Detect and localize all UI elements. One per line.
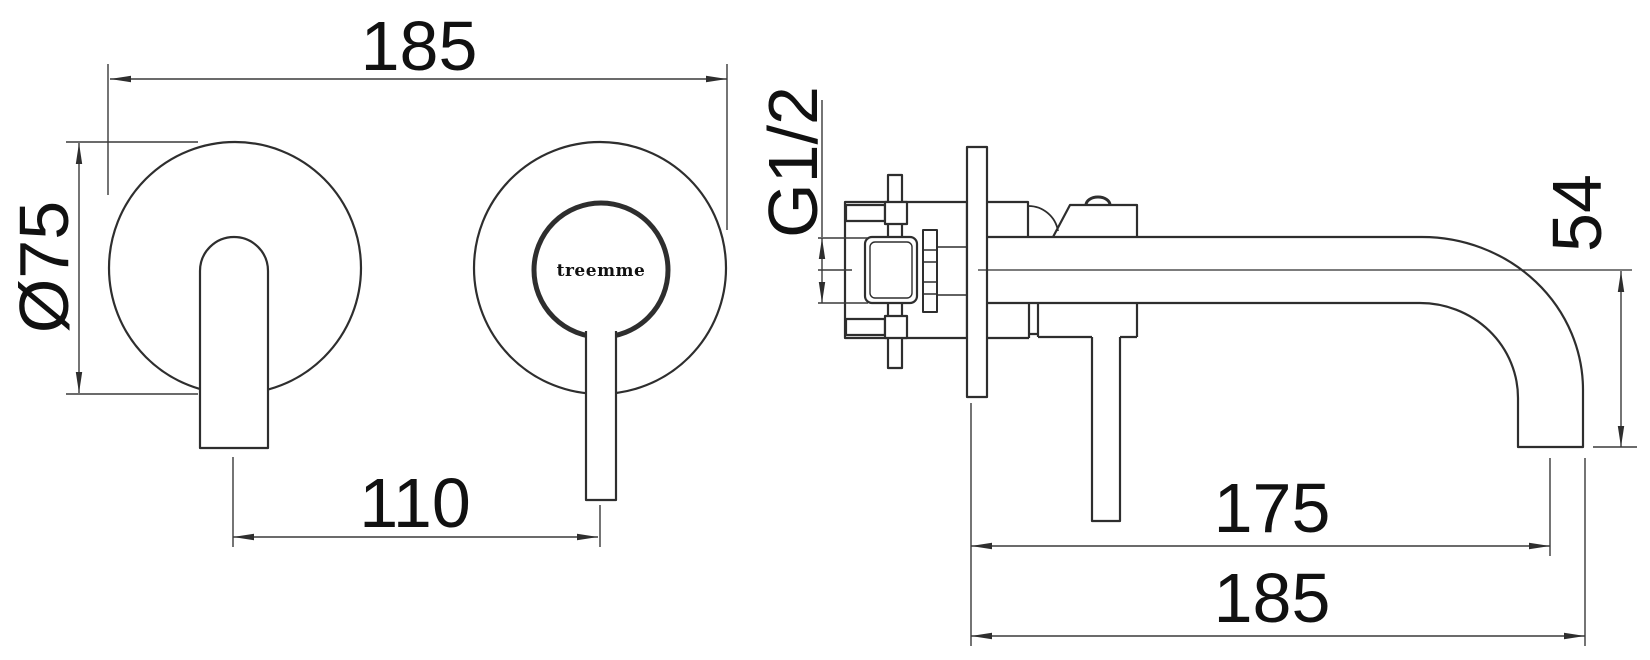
cartridge-cap — [1052, 203, 1139, 238]
handle-side — [1090, 337, 1122, 523]
side-view — [843, 145, 1632, 523]
wall-plate-side — [965, 145, 989, 399]
dim-text-g12: G1/2 — [754, 86, 832, 238]
ext-lines-g12 — [818, 237, 868, 304]
dim-text-front-185: 185 — [361, 7, 478, 85]
bolt-top-washer — [883, 200, 909, 226]
handle-front — [584, 331, 618, 502]
body-underside — [986, 304, 1139, 340]
ext-lines-front-185 — [107, 64, 728, 230]
inlet-block-bevel — [869, 241, 913, 299]
dim-text-54: 54 — [1538, 174, 1616, 252]
collar-ribs — [923, 249, 937, 295]
ext-lines-front-d75 — [66, 141, 198, 395]
ext-lines-side — [970, 403, 1586, 646]
bolt-bottom-head — [844, 317, 887, 337]
front-view — [107, 140, 728, 502]
dim-text-side-175: 175 — [1214, 469, 1331, 547]
bolt-top-head — [844, 203, 887, 223]
dimension-labels: 185 Ø75 110 G1/2 54 175 185 treemme — [5, 7, 1616, 637]
inlet-block — [863, 235, 919, 305]
cap-dome-screw — [1084, 195, 1112, 206]
ext-lines-front-110 — [232, 457, 601, 547]
brand-logo-text: treemme — [557, 261, 646, 281]
bolt-bottom-washer — [883, 314, 909, 340]
handle-front-fill — [586, 331, 616, 500]
spout-side — [987, 235, 1585, 449]
dim-text-front-d75: Ø75 — [5, 201, 83, 333]
dim-text-front-110: 110 — [359, 464, 471, 542]
cartridge-arc — [1027, 205, 1059, 232]
spout-front — [198, 235, 270, 450]
threaded-collar — [922, 229, 938, 313]
dim-text-side-185: 185 — [1214, 559, 1331, 637]
cartridge-step-block — [987, 200, 1030, 237]
dimension-lines — [66, 64, 1637, 646]
collar-to-plate-lines — [937, 246, 967, 296]
